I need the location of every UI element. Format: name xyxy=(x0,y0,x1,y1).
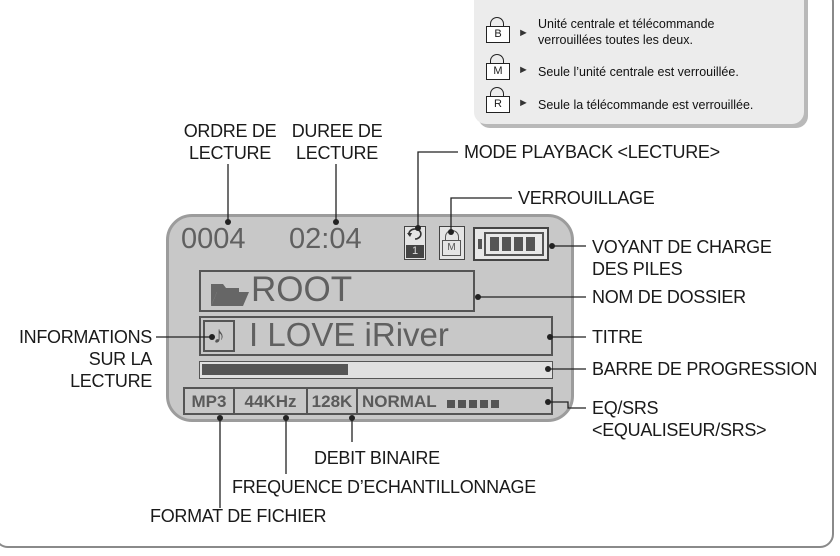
label-progress-bar: BARRE DE PROGRESSION xyxy=(592,359,818,379)
legend-text-main: Seule l’unité centrale est verrouillée. xyxy=(538,65,739,79)
sample-frequency: 44KHz xyxy=(235,389,308,413)
label-playback-mode: MODE PLAYBACK <LECTURE> xyxy=(464,142,720,162)
lcd-display: 0004 02:04 1 M ROOT ♪ I LOVE iRiver xyxy=(166,214,574,422)
lock-icon-both: B xyxy=(486,17,510,43)
bitrate: 128K xyxy=(308,389,358,413)
folder-box: ROOT xyxy=(199,270,475,312)
label-eq: EQ/SRS<EQUALISEUR/SRS> xyxy=(592,398,767,440)
label-title: TITRE xyxy=(592,327,643,347)
folder-name: ROOT xyxy=(251,270,353,309)
repeat-icon: 1 xyxy=(404,226,426,260)
eq-level-icon xyxy=(447,390,500,416)
repeat-number: 1 xyxy=(406,245,424,258)
label-sampling-frequency: FREQUENCE D’ECHANTILLONNAGE xyxy=(232,477,536,497)
progress-fill xyxy=(202,364,348,375)
progress-bar xyxy=(199,361,553,379)
status-row: MP3 44KHz 128K NORMAL xyxy=(183,387,553,415)
label-bitrate: DEBIT BINAIRE xyxy=(314,448,440,468)
arrow-icon: ► xyxy=(518,27,529,39)
lock-icon-remote: R xyxy=(486,87,510,113)
music-note-icon: ♪ xyxy=(203,320,235,352)
legend-text-remote: Seule la télécommande est verrouillée. xyxy=(538,98,754,112)
folder-icon xyxy=(211,284,249,306)
label-lock: VERROUILLAGE xyxy=(518,188,655,208)
label-file-format: FORMAT DE FICHIER xyxy=(150,506,327,526)
song-title: I LOVE iRiver xyxy=(249,316,449,353)
title-box: ♪ I LOVE iRiver xyxy=(199,316,553,356)
track-time: 02:04 xyxy=(289,223,362,255)
diagram-frame xyxy=(0,0,834,548)
battery-icon xyxy=(473,227,549,261)
arrow-icon: ► xyxy=(518,97,529,109)
arrow-icon: ► xyxy=(518,64,529,76)
file-format: MP3 xyxy=(185,389,235,413)
eq-mode: NORMAL xyxy=(358,389,551,413)
track-number: 0004 xyxy=(181,223,246,255)
label-folder-name: NOM DE DOSSIER xyxy=(592,287,746,307)
lock-icon-main: M xyxy=(486,54,510,80)
